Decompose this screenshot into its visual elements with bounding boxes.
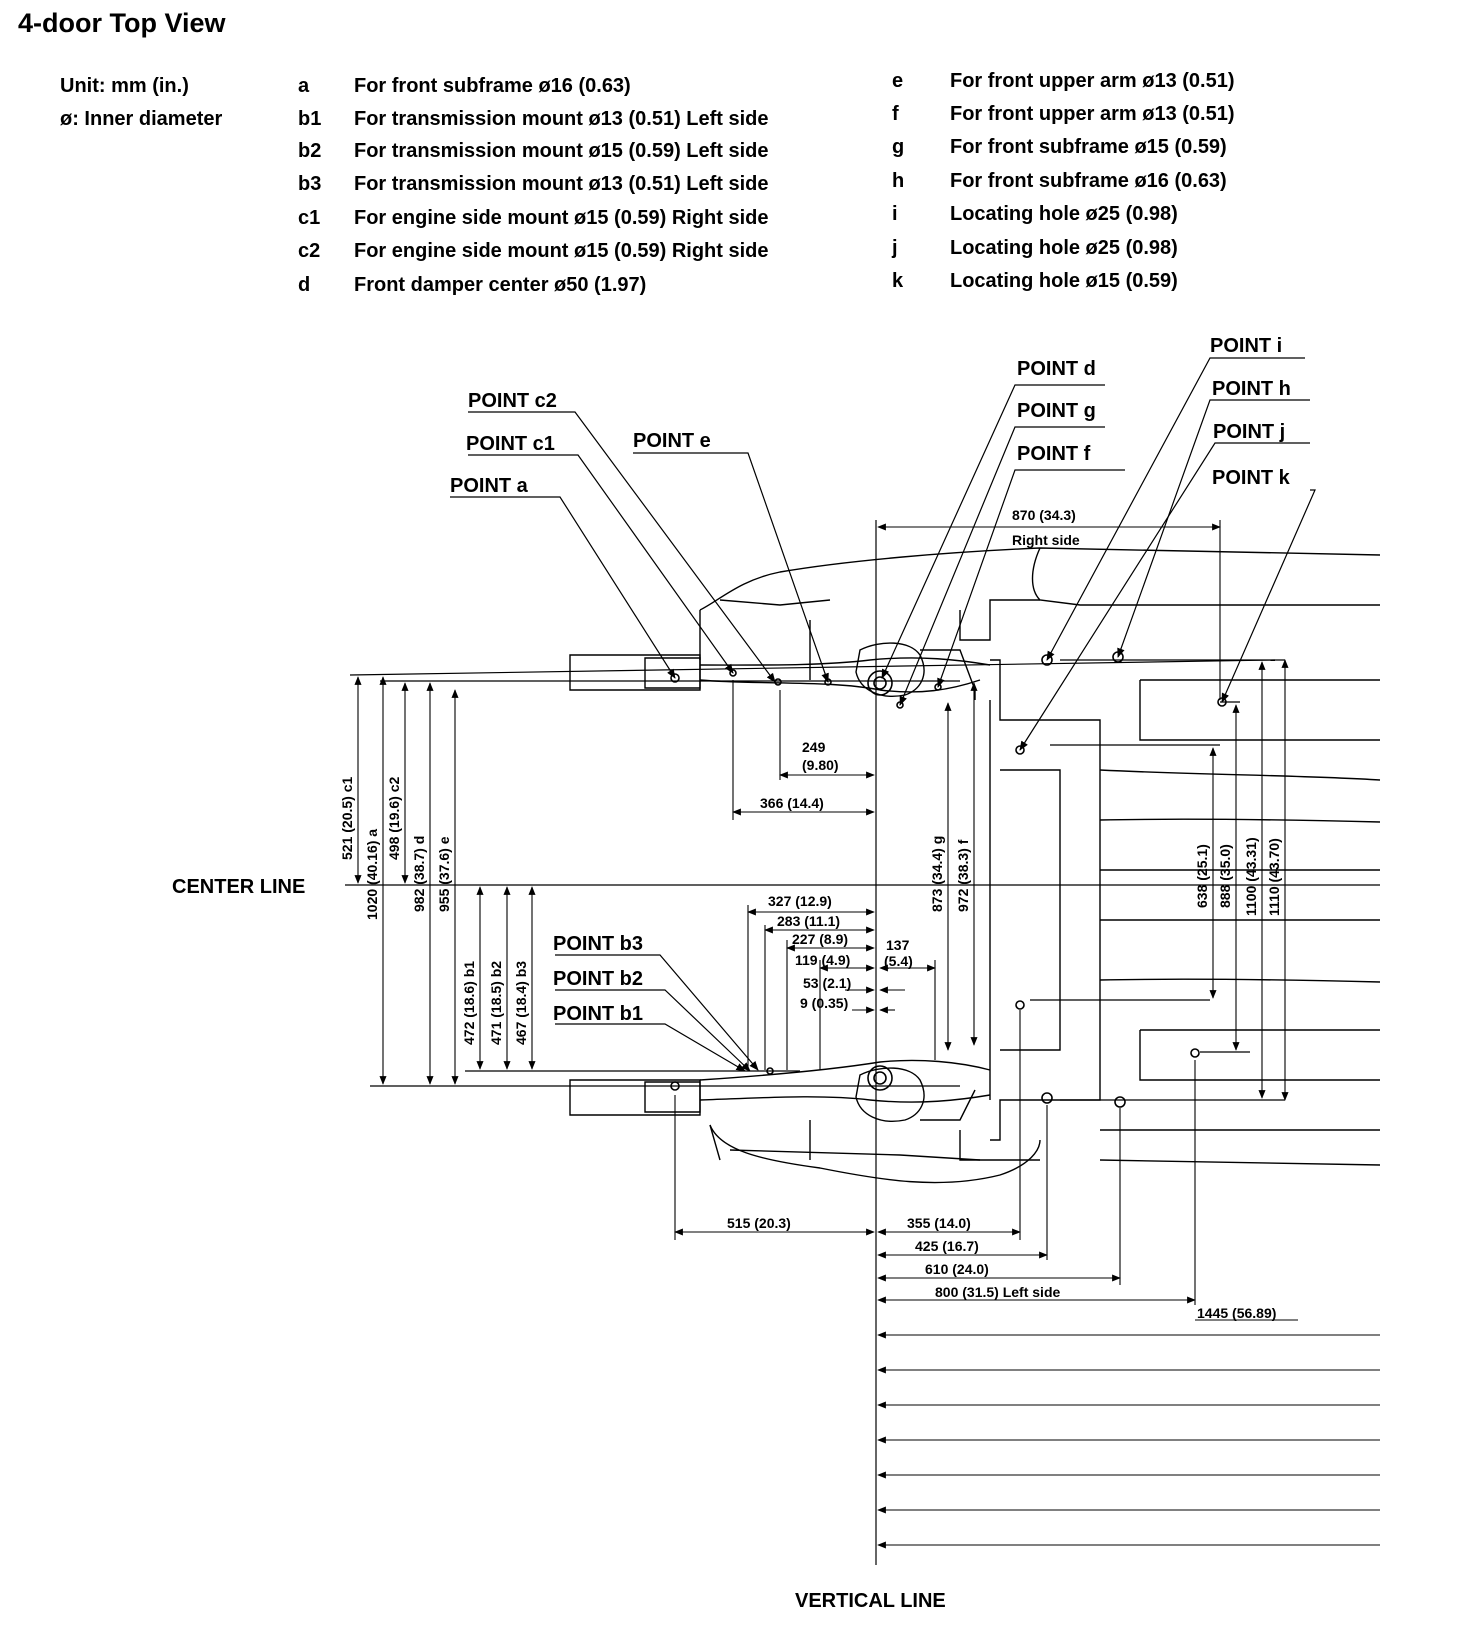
- dim-472-b1: 472 (18.6) b1: [461, 961, 477, 1045]
- dim-610: 610 (24.0): [925, 1261, 989, 1277]
- label-point-c1: POINT c1: [466, 433, 555, 455]
- dim-638: 638 (25.1): [1194, 844, 1210, 908]
- dim-515: 515 (20.3): [727, 1215, 791, 1231]
- legend-text: Locating hole ø25 (0.98): [950, 237, 1178, 259]
- dim-227: 227 (8.9): [792, 931, 848, 947]
- dim-870: 870 (34.3): [1012, 507, 1076, 523]
- dim-137: 137: [886, 937, 910, 953]
- label-point-g: POINT g: [1017, 400, 1096, 422]
- label-point-b1: POINT b1: [553, 1003, 643, 1025]
- legend-key: c2: [298, 240, 321, 262]
- legend-key: k: [892, 270, 904, 292]
- dim-9: 9 (0.35): [800, 995, 848, 1011]
- label-point-e: POINT e: [633, 430, 711, 452]
- legend-text: For front subframe ø15 (0.59): [950, 136, 1227, 158]
- legend-text: For transmission mount ø15 (0.59) Left s…: [354, 140, 769, 162]
- center-line-label: CENTER LINE: [172, 876, 305, 898]
- legend-text: Locating hole ø25 (0.98): [950, 203, 1178, 225]
- diameter-label: ø: Inner diameter: [60, 108, 223, 130]
- dim-366: 366 (14.4): [760, 795, 824, 811]
- legend-text: For engine side mount ø15 (0.59) Right s…: [354, 240, 769, 262]
- label-point-k: POINT k: [1212, 467, 1291, 489]
- legend-key: f: [892, 103, 899, 125]
- dim-888: 888 (35.0): [1217, 844, 1233, 908]
- legend-text: For front upper arm ø13 (0.51): [950, 103, 1235, 125]
- dimension-lines: [354, 520, 1380, 1549]
- dim-283: 283 (11.1): [777, 913, 840, 929]
- marker-b1: [766, 1067, 774, 1075]
- dim-955-e: 955 (37.6) e: [436, 836, 452, 912]
- legend-key: b1: [298, 108, 322, 130]
- label-point-b3: POINT b3: [553, 933, 643, 955]
- dim-521-c1: 521 (20.5) c1: [339, 777, 355, 860]
- dim-53: 53 (2.1): [803, 975, 851, 991]
- vertical-line-label: VERTICAL LINE: [795, 1590, 946, 1612]
- legend-key: b2: [298, 140, 322, 162]
- legend-text: For front upper arm ø13 (0.51): [950, 70, 1235, 92]
- legend-key: j: [892, 237, 898, 259]
- label-point-h: POINT h: [1212, 378, 1291, 400]
- label-point-b2: POINT b2: [553, 968, 643, 990]
- legend-key: h: [892, 170, 905, 192]
- dim-982-d: 982 (38.7) d: [411, 836, 427, 912]
- dim-1020-a: 1020 (40.16) a: [364, 829, 380, 920]
- dim-1100: 1100 (43.31): [1243, 837, 1259, 916]
- legend-text: Locating hole ø15 (0.59): [950, 270, 1178, 292]
- dim-1110: 1110 (43.70): [1266, 838, 1282, 916]
- dim-327: 327 (12.9): [768, 893, 832, 909]
- marker-c2: [774, 678, 782, 686]
- dim-249-in: (9.80): [802, 757, 839, 773]
- dim-873-g: 873 (34.4) g: [929, 836, 945, 912]
- dim-972-f: 972 (38.3) f: [955, 839, 971, 912]
- label-point-f: POINT f: [1017, 443, 1091, 465]
- page-title: 4-door Top View: [18, 8, 226, 38]
- label-point-d: POINT d: [1017, 358, 1096, 380]
- dim-119: 119 (4.9): [795, 952, 850, 968]
- dim-1445: 1445 (56.89): [1197, 1305, 1276, 1321]
- label-point-j: POINT j: [1213, 421, 1285, 443]
- label-point-c2: POINT c2: [468, 390, 557, 412]
- legend-key: d: [298, 274, 311, 296]
- legend-key: e: [892, 70, 904, 92]
- legend-text: For front subframe ø16 (0.63): [950, 170, 1227, 192]
- legend-text: For front subframe ø16 (0.63): [354, 75, 631, 97]
- marker-d: [867, 670, 893, 696]
- dim-right-side: Right side: [1012, 532, 1080, 548]
- unit-label: Unit: mm (in.): [60, 75, 189, 97]
- legend-text: For transmission mount ø13 (0.51) Left s…: [354, 108, 769, 130]
- legend-key: g: [892, 136, 905, 158]
- legend-key: b3: [298, 173, 322, 195]
- dim-137-in: (5.4): [884, 953, 913, 969]
- label-point-i: POINT i: [1210, 335, 1282, 357]
- leader-lines: [450, 357, 1316, 1072]
- dim-800: 800 (31.5) Left side: [935, 1284, 1060, 1300]
- legend-text: For transmission mount ø13 (0.51) Left s…: [354, 173, 769, 195]
- legend-key: i: [892, 203, 898, 225]
- legend-key: a: [298, 75, 310, 97]
- dim-249: 249: [802, 739, 826, 755]
- dim-425: 425 (16.7): [915, 1238, 979, 1254]
- dim-355: 355 (14.0): [907, 1215, 971, 1231]
- legend-text: Front damper center ø50 (1.97): [354, 274, 647, 296]
- dim-467-b3: 467 (18.4) b3: [513, 961, 529, 1045]
- label-point-a: POINT a: [450, 475, 529, 497]
- dim-498-c2: 498 (19.6) c2: [386, 777, 402, 860]
- dim-471-b2: 471 (18.5) b2: [488, 961, 504, 1045]
- legend-text: For engine side mount ø15 (0.59) Right s…: [354, 207, 769, 229]
- legend-key: c1: [298, 207, 321, 229]
